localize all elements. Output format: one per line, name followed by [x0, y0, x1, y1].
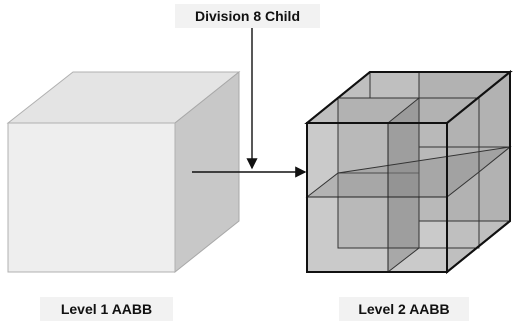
level1-label: Level 1 AABB	[40, 297, 173, 321]
level2-label: Level 2 AABB	[339, 297, 469, 321]
level1-cube-front	[7, 122, 176, 273]
child-cube-back-bottom-left	[337, 172, 420, 249]
level1-cube	[6, 70, 241, 274]
level2-cube	[304, 69, 513, 275]
division-label: Division 8 Child	[175, 4, 320, 28]
mid-depth-edges	[338, 97, 480, 249]
